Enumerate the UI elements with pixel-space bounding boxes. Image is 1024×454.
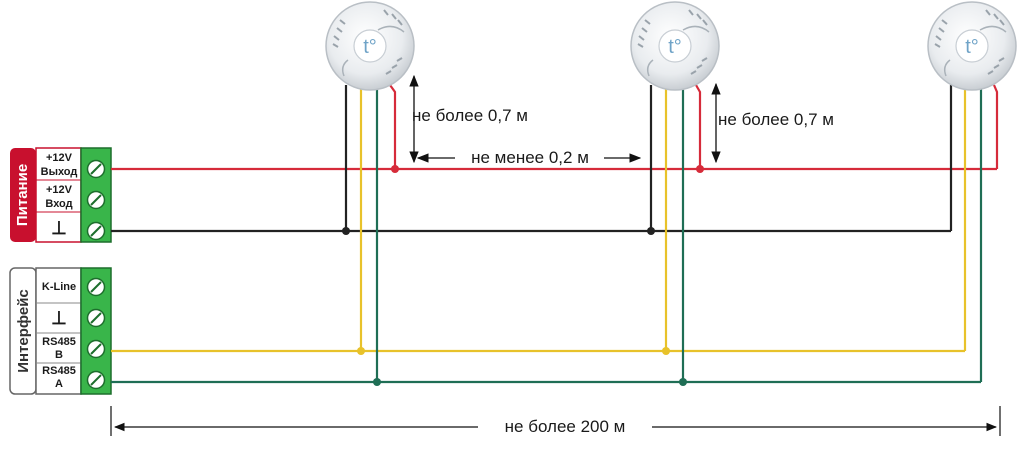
screw-terminal-gnd2[interactable]: [86, 308, 106, 328]
label-min-spacing: не менее 0,2 м: [471, 148, 589, 167]
temperature-sensor-2[interactable]: t°: [630, 1, 720, 91]
dimension-branch-2: не более 0,7 м: [711, 82, 834, 164]
ground-symbol-interface: ⊥: [51, 308, 67, 328]
label-max-branch-2: не более 0,7 м: [718, 110, 834, 129]
interface-group: Интерфейс K-Line ⊥ RS485 B RS485 A: [9, 267, 112, 395]
thermometer-icon: t°: [668, 36, 682, 58]
terminal-label-in12-line2: Вход: [45, 198, 72, 210]
interface-label-panel: [35, 267, 82, 395]
label-max-total: не более 200 м: [505, 417, 626, 436]
sensor-1-wires: [342, 84, 399, 386]
screw-terminal-kline[interactable]: [86, 277, 106, 297]
power-group-label: Питание: [14, 164, 31, 226]
screw-terminal-out12[interactable]: [86, 159, 106, 179]
dimension-min-spacing: не менее 0,2 м: [416, 148, 642, 167]
thermometer-icon: t°: [363, 36, 377, 58]
terminal-label-kline: K-Line: [42, 281, 76, 293]
terminal-label-out12-line2: Выход: [41, 166, 78, 178]
power-group: Питание +12V Выход +12V Вход ⊥: [10, 147, 112, 243]
thermometer-icon: t°: [965, 36, 979, 58]
dimension-branch-1: не более 0,7 м: [409, 74, 528, 164]
screw-terminal-gnd[interactable]: [86, 221, 106, 241]
temperature-sensor-3[interactable]: t°: [927, 1, 1017, 91]
sensor-3-wires: [949, 84, 999, 382]
label-max-branch-1: не более 0,7 м: [412, 106, 528, 125]
power-group-tab: [10, 148, 36, 242]
screw-terminal-rs485b[interactable]: [86, 339, 106, 359]
terminal-label-out12-line1: +12V: [46, 152, 73, 164]
interface-group-label: Интерфейс: [15, 289, 32, 373]
terminal-label-rs485a-line2: A: [55, 378, 63, 390]
terminal-label-rs485b-line1: RS485: [42, 336, 76, 348]
terminal-label-rs485a-line1: RS485: [42, 365, 76, 377]
terminal-label-rs485b-line2: B: [55, 349, 63, 361]
screw-terminal-in12[interactable]: [86, 190, 106, 210]
ground-symbol-power: ⊥: [51, 218, 67, 238]
sensor-2-wires: [647, 84, 704, 386]
dimension-total-length: не более 200 м: [110, 406, 1001, 436]
terminal-label-in12-line1: +12V: [46, 184, 73, 196]
screw-terminal-rs485a[interactable]: [86, 370, 106, 390]
temperature-sensor-1[interactable]: t°: [325, 1, 415, 91]
